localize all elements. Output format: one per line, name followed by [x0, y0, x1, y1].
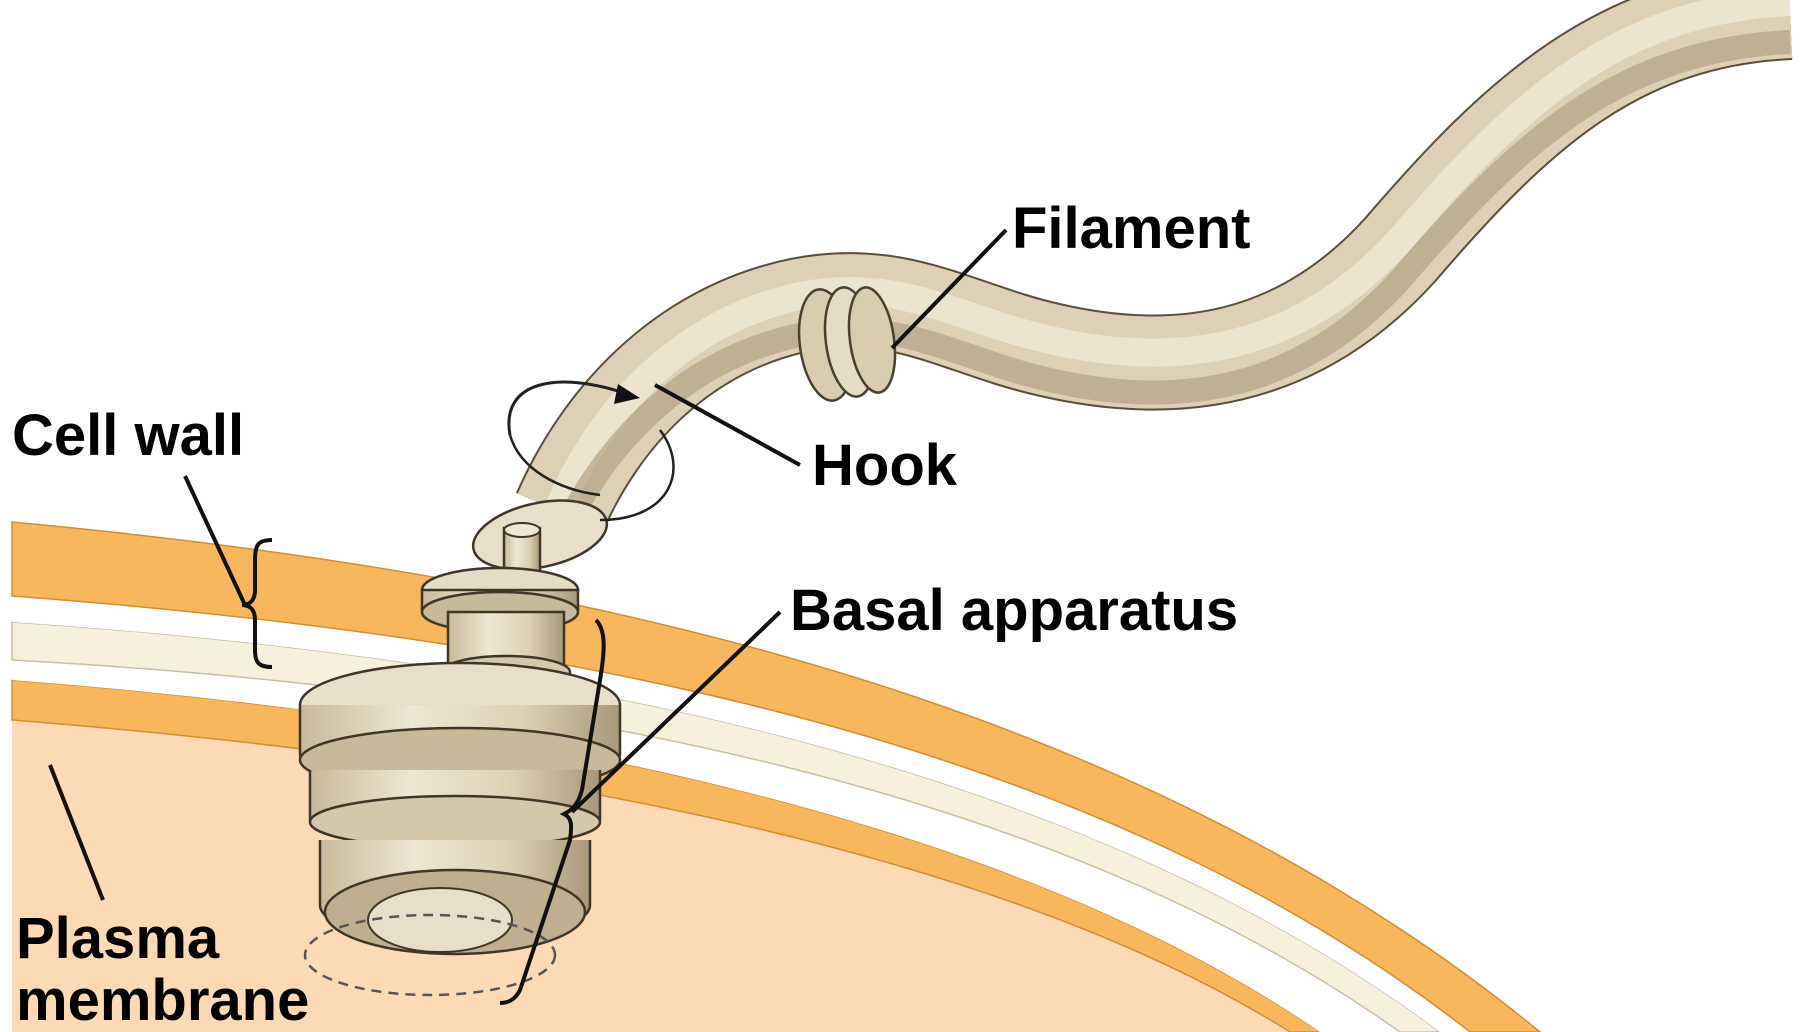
label-hook: Hook [812, 433, 958, 498]
label-filament: Filament [1012, 196, 1251, 261]
label-plasma-membrane-line2: membrane [16, 968, 309, 1032]
label-plasma-membrane-line1: Plasma [16, 906, 220, 971]
label-basal-apparatus: Basal apparatus [790, 578, 1238, 643]
label-cell-wall: Cell wall [12, 403, 244, 468]
flagellum-filament [560, 2, 1790, 540]
hook-leader [655, 385, 800, 465]
